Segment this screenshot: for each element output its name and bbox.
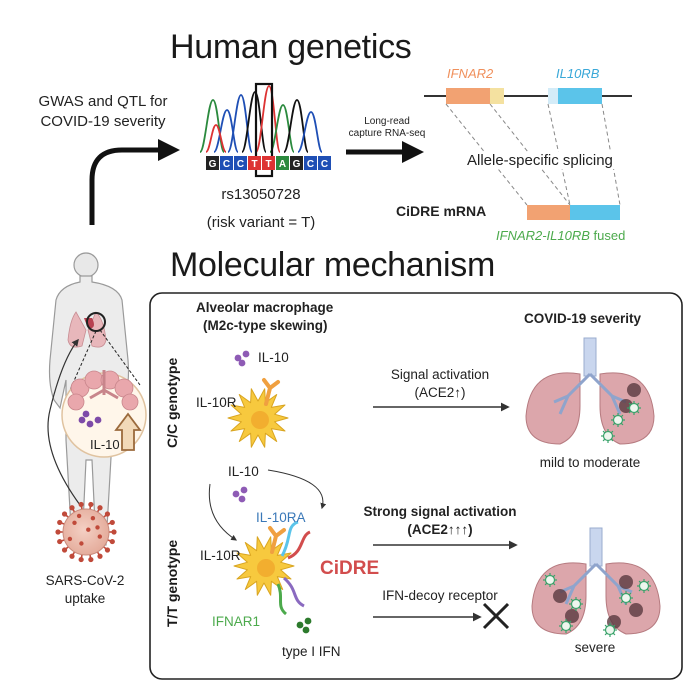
gwas-label-line1: GWAS and QTL for <box>38 93 168 110</box>
signal-tt-line2: (ACE2↑↑↑) <box>407 522 473 537</box>
il10-label-tt: IL-10 <box>228 464 259 479</box>
mechanism-panel <box>149 292 683 680</box>
il10ra-label: IL-10RA <box>256 510 306 525</box>
il10-particles-tt <box>232 486 248 503</box>
macrophage-icon-cidre <box>233 520 311 616</box>
type1-ifn-label: type I IFN <box>282 644 341 659</box>
signal-cc-line1: Signal activation <box>390 367 490 382</box>
il10-to-receptor-arrow <box>208 483 238 541</box>
sars-label-line1: SARS-CoV-2 <box>45 573 125 588</box>
sequence-base-box <box>276 156 289 170</box>
outcome-mild: mild to moderate <box>539 455 641 470</box>
uptake-arrow <box>47 338 81 506</box>
il10-inset-label: IL-10 <box>90 437 120 452</box>
tt-genotype-label: T/T genotype <box>164 539 180 627</box>
signal-tt-line1: Strong signal activation <box>363 504 517 519</box>
gwas-arrow <box>89 139 180 225</box>
il10-to-il10ra-arrow <box>267 469 327 510</box>
cell-title-line2: (M2c-type skewing) <box>203 318 328 333</box>
macrophage-icon <box>227 378 289 448</box>
virus-icon <box>55 501 117 563</box>
sequence-base-box <box>206 156 219 170</box>
sequence-base: T <box>265 159 271 170</box>
sequence-base: C <box>237 159 244 170</box>
sequence-base: C <box>223 159 230 170</box>
fused-label: IFNAR2-IL10RB fused <box>496 228 625 243</box>
outcome-severe: severe <box>574 640 616 655</box>
sequence-base: G <box>209 159 217 170</box>
lung-icon-severe <box>531 527 661 637</box>
sequence-base-box <box>304 156 317 170</box>
sequence-base-box <box>318 156 331 170</box>
cell-title-line1: Alveolar macrophage <box>196 300 334 315</box>
severity-title: COVID-19 severity <box>524 311 642 326</box>
sequence-base: T <box>251 159 257 170</box>
ifnar1-label: IFNAR1 <box>212 614 261 629</box>
cidre-mrna-label: CiDRE mRNA <box>396 203 487 219</box>
lung-icon-mild <box>525 337 655 445</box>
sars-label-line2: uptake <box>64 591 106 606</box>
method-line2: capture RNA-seq <box>348 128 426 139</box>
decoy-label: IFN-decoy receptor <box>382 588 498 603</box>
sequence-base: C <box>307 159 314 170</box>
il10r-label-tt: IL-10R <box>200 548 241 563</box>
title-human-genetics: Human genetics <box>170 28 412 66</box>
sequence-base: C <box>321 159 328 170</box>
sequence-base: G <box>293 159 301 170</box>
method-line1: Long-read <box>364 116 410 127</box>
sequence-base-box <box>248 156 261 170</box>
fused-word: fused <box>589 228 626 243</box>
sequence-base-box <box>290 156 303 170</box>
gwas-label-line2: COVID-19 severity <box>40 113 166 130</box>
fused-genes: IFNAR2-IL10RB <box>496 228 590 243</box>
cc-genotype-label: C/C genotype <box>164 357 180 448</box>
il10r-label-cc: IL-10R <box>196 395 237 410</box>
ifn-particles <box>296 617 312 634</box>
sequence-base-box <box>262 156 275 170</box>
variant-id: rs13050728 <box>221 186 301 203</box>
gene-il10rb-label: IL10RB <box>556 66 600 81</box>
sequence-base-box <box>234 156 247 170</box>
block-x-icon <box>482 602 510 630</box>
il10-label-cc: IL-10 <box>258 350 289 365</box>
risk-variant-label: (risk variant = T) <box>206 214 316 231</box>
splicing-label: Allele-specific splicing <box>465 152 615 169</box>
il10-particles-cc <box>234 350 250 367</box>
sequencing-chromatogram-icon <box>199 82 323 178</box>
gene-structure <box>424 88 632 220</box>
cidre-label: CiDRE <box>320 558 380 579</box>
sequence-base-box <box>220 156 233 170</box>
gene-ifnar2-label: IFNAR2 <box>447 66 494 81</box>
signal-cc-line2: (ACE2↑) <box>414 385 466 400</box>
title-molecular-mechanism: Molecular mechanism <box>170 246 495 284</box>
lung-inset <box>61 329 147 458</box>
rnaseq-arrow <box>346 141 424 163</box>
sequence-base: A <box>279 159 286 170</box>
